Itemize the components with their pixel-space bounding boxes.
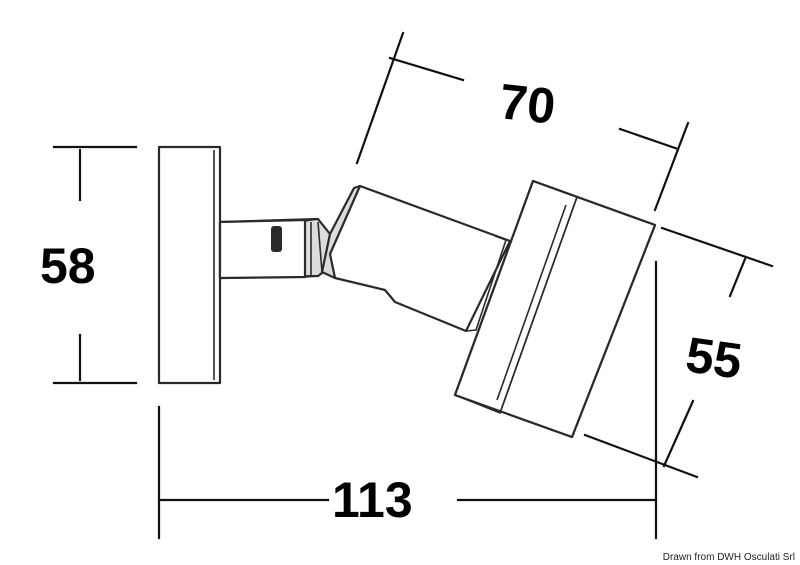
swivel-arm <box>320 184 512 333</box>
dimension-55 <box>583 226 774 479</box>
dimension-70 <box>355 31 690 212</box>
dimension-label-55: 55 <box>682 326 745 389</box>
dimension-label-113: 113 <box>332 472 413 528</box>
dimension-58 <box>52 145 138 385</box>
dimension-113 <box>157 260 658 540</box>
wall-base-plate <box>157 145 222 385</box>
credit-text: Drawn from DWH Osculati Srl <box>663 552 795 563</box>
spotlight-head <box>453 179 657 439</box>
dimension-label-70: 70 <box>497 73 558 135</box>
dimension-label-58: 58 <box>40 238 96 294</box>
stem-knurl-mark <box>271 226 282 252</box>
